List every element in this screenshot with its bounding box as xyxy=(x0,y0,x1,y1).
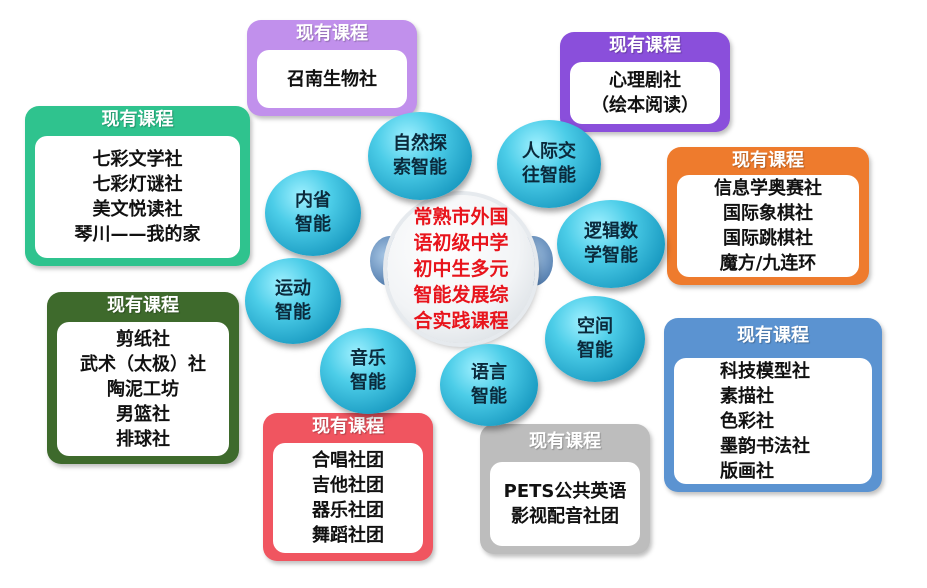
bubble-interpersonal: 人际交 往智能 xyxy=(497,120,601,208)
bubble-musical: 音乐 智能 xyxy=(320,328,416,414)
card-header: 现有课程 xyxy=(101,109,174,130)
card-body: 召南生物社 xyxy=(257,50,407,108)
course-card-natural: 现有课程 召南生物社 xyxy=(247,20,417,116)
course-item: 七彩灯谜社 xyxy=(92,174,183,195)
course-item: 七彩文学社 xyxy=(92,149,183,170)
bubble-spatial: 空间 智能 xyxy=(545,296,645,382)
course-item: 心理剧社 xyxy=(609,70,681,91)
card-header: 现有课程 xyxy=(732,150,804,171)
course-item: 琴川——我的家 xyxy=(74,224,201,245)
card-body: 心理剧社 （绘本阅读） xyxy=(570,62,720,124)
course-card-kinesthetic: 现有课程 剪纸社 武术（太极）社 陶泥工坊 男篮社 排球社 xyxy=(47,292,239,464)
course-item: 召南生物社 xyxy=(287,68,377,90)
card-body: 剪纸社 武术（太极）社 陶泥工坊 男篮社 排球社 xyxy=(57,322,229,456)
bubble-logical: 逻辑数 学智能 xyxy=(557,200,665,288)
course-item: 舞蹈社团 xyxy=(312,525,384,546)
course-item: 国际象棋社 xyxy=(723,203,813,224)
course-item: 器乐社团 xyxy=(312,500,384,521)
course-item: PETS公共英语 xyxy=(503,481,627,502)
course-item: 合唱社团 xyxy=(312,450,384,471)
center-hub-title: 常熟市外国 语初级中学 初中生多元 智能发展综 合实践课程 xyxy=(387,195,535,343)
bubble-intrapersonal: 内省 智能 xyxy=(265,170,361,256)
course-item: （绘本阅读） xyxy=(591,95,699,116)
course-item: 信息学奥赛社 xyxy=(714,178,822,199)
course-item: 国际跳棋社 xyxy=(723,228,813,249)
card-header: 现有课程 xyxy=(737,325,809,346)
course-item: 陶泥工坊 xyxy=(107,378,179,400)
course-item: 色彩社 xyxy=(720,410,774,432)
course-card-linguistic-clubs: 现有课程 七彩文学社 七彩灯谜社 美文悦读社 琴川——我的家 xyxy=(25,106,250,266)
course-item: 素描社 xyxy=(720,385,774,407)
course-item: 男篮社 xyxy=(116,403,170,425)
course-item: 魔方/九连环 xyxy=(719,253,817,274)
card-body: 七彩文学社 七彩灯谜社 美文悦读社 琴川——我的家 xyxy=(35,136,240,258)
card-header: 现有课程 xyxy=(312,416,384,437)
course-item: 美文悦读社 xyxy=(92,199,183,220)
course-item: 墨韵书法社 xyxy=(720,435,810,457)
card-body: 信息学奥赛社 国际象棋社 国际跳棋社 魔方/九连环 xyxy=(677,175,859,277)
bubble-linguistic: 语言 智能 xyxy=(440,344,538,426)
card-body: 合唱社团 吉他社团 器乐社团 舞蹈社团 xyxy=(273,443,423,553)
course-item: 版画社 xyxy=(720,460,774,482)
card-header: 现有课程 xyxy=(107,295,179,316)
card-header: 现有课程 xyxy=(296,23,368,44)
bubble-naturalist: 自然探 索智能 xyxy=(368,112,472,200)
course-card-interpersonal: 现有课程 心理剧社 （绘本阅读） xyxy=(560,32,730,132)
course-item: 武术（太极）社 xyxy=(80,353,206,375)
card-body: PETS公共英语 影视配音社团 xyxy=(490,462,640,546)
course-item: 吉他社团 xyxy=(312,475,384,496)
course-item: 剪纸社 xyxy=(116,328,170,350)
course-item: 排球社 xyxy=(116,428,170,450)
course-card-logical: 现有课程 信息学奥赛社 国际象棋社 国际跳棋社 魔方/九连环 xyxy=(667,147,869,285)
course-item: 科技模型社 xyxy=(720,360,810,382)
card-header: 现有课程 xyxy=(609,35,681,56)
course-card-spatial: 现有课程 科技模型社 素描社 色彩社 墨韵书法社 版画社 xyxy=(664,318,882,492)
bubble-kinesthetic: 运动 智能 xyxy=(245,258,341,344)
card-header: 现有课程 xyxy=(529,431,601,452)
course-card-musical: 现有课程 合唱社团 吉他社团 器乐社团 舞蹈社团 xyxy=(263,413,433,561)
course-card-language: 现有课程 PETS公共英语 影视配音社团 xyxy=(480,424,650,554)
course-item: 影视配音社团 xyxy=(511,506,619,527)
card-body: 科技模型社 素描社 色彩社 墨韵书法社 版画社 xyxy=(674,358,872,484)
